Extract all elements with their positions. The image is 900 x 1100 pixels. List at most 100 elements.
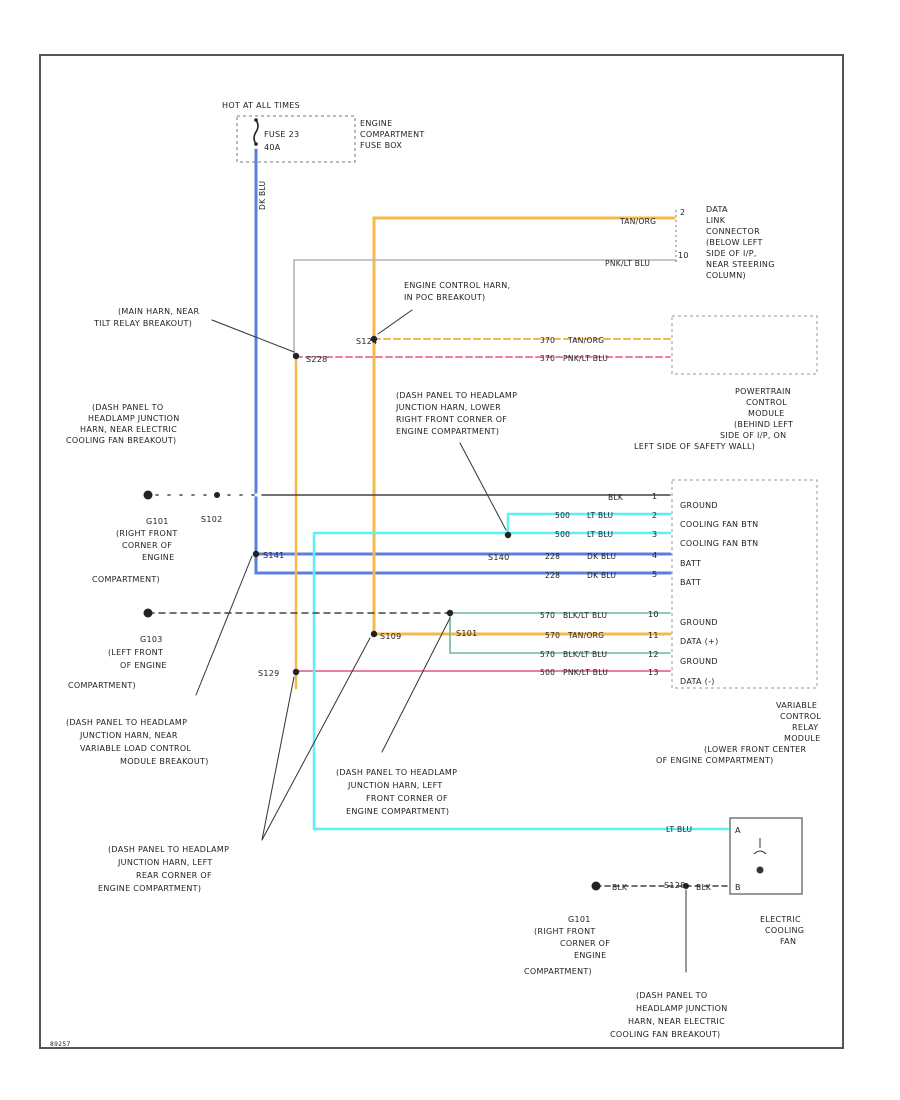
wire-gray-dlc [293, 259, 677, 356]
wire-label-pcm4: DK BLU [587, 552, 616, 561]
svg-text:MODULE BREAKOUT): MODULE BREAKOUT) [120, 757, 209, 766]
svg-text:OF ENGINE: OF ENGINE [120, 661, 167, 670]
pcm-pin-12-name: GROUND [680, 657, 718, 666]
splice-s129-dot [292, 668, 300, 676]
data-link-connector: 2 10 DATA LINK CONNECTOR (BELOW LEFT SID… [675, 205, 775, 280]
circuit-pcm11: 570 [545, 631, 560, 640]
svg-text:G101: G101 [146, 517, 169, 526]
dlc-label-3: CONNECTOR [706, 227, 760, 236]
svg-text:ENGINE COMPARTMENT): ENGINE COMPARTMENT) [98, 884, 201, 893]
annotation-lower-right: (DASH PANEL TO HEADLAMP JUNCTION HARN, L… [395, 391, 517, 436]
annotation-leaders [195, 309, 687, 973]
splice-s102-dot [214, 492, 220, 498]
wire-label-pcm12: BLK/LT BLU [563, 650, 607, 659]
splice-s101-label: S101 [456, 629, 478, 638]
pcm-pin-10-name: GROUND [680, 618, 718, 627]
svg-text:CORNER OF: CORNER OF [560, 939, 610, 948]
svg-text:(RIGHT FRONT: (RIGHT FRONT [116, 529, 178, 538]
svg-text:JUNCTION HARN, NEAR: JUNCTION HARN, NEAR [79, 731, 178, 740]
pcm-pin-13-name: DATA (-) [680, 677, 715, 686]
fuse-rating: 40A [264, 143, 281, 152]
dlc-pin-2: 2 [680, 208, 685, 217]
svg-text:IN POC BREAKOUT): IN POC BREAKOUT) [404, 293, 485, 302]
svg-text:HEADLAMP JUNCTION: HEADLAMP JUNCTION [636, 1004, 728, 1013]
svg-text:(DASH PANEL TO HEADLAMP: (DASH PANEL TO HEADLAMP [108, 845, 229, 854]
dlc-label-6: NEAR STEERING [706, 260, 775, 269]
annotation-left-front: (DASH PANEL TO HEADLAMP JUNCTION HARN, L… [336, 768, 457, 816]
pcm-pin-1: 1 [652, 492, 657, 501]
wire-teal-pcm12 [449, 612, 671, 654]
footer-code: 89257 [50, 1041, 71, 1048]
svg-text:OF ENGINE COMPARTMENT): OF ENGINE COMPARTMENT) [656, 756, 774, 765]
splice-s129-label: S129 [258, 669, 280, 678]
wires [146, 148, 731, 973]
fuse-box-header: HOT AT ALL TIMES [222, 101, 300, 110]
pcm-label-1: POWERTRAIN [735, 387, 791, 396]
annotation-left-rear: (DASH PANEL TO HEADLAMP JUNCTION HARN, L… [98, 845, 229, 893]
svg-text:HARN, NEAR ELECTRIC: HARN, NEAR ELECTRIC [80, 425, 177, 434]
splice-s124-label: S124 [356, 337, 378, 346]
wire-label-fuse: DK BLU [258, 181, 267, 210]
pcm-label-5: SIDE OF I/P, ON [720, 431, 786, 440]
circuit-pcm10: 570 [540, 611, 555, 620]
splice-s124-dot [370, 335, 378, 343]
pcm-pin-5: 5 [652, 570, 657, 579]
splice-s141-label: S141 [263, 551, 285, 560]
pcm-pin-12: 12 [648, 650, 659, 659]
pcm-pin-4: 4 [652, 551, 657, 560]
wire-label-dlc-tan: TAN/ORG [619, 217, 656, 226]
powertrain-control-module: POWERTRAIN CONTROL MODULE (BEHIND LEFT S… [634, 387, 818, 689]
wire-label-pcm3: LT BLU [587, 530, 613, 539]
dlc-pin-10: 10 [678, 251, 689, 260]
splice-s109-dot [370, 630, 378, 638]
svg-text:(DASH PANEL TO HEADLAMP: (DASH PANEL TO HEADLAMP [66, 718, 187, 727]
wire-label-dlc-pnk: PNK/LT BLU [605, 259, 650, 268]
pcm-pin-5-name: BATT [680, 578, 701, 587]
svg-text:HEADLAMP JUNCTION: HEADLAMP JUNCTION [88, 414, 180, 423]
pcm-pin-3-name: COOLING FAN BTN [680, 539, 758, 548]
svg-text:VARIABLE LOAD CONTROL: VARIABLE LOAD CONTROL [80, 744, 191, 753]
svg-text:FRONT CORNER OF: FRONT CORNER OF [366, 794, 448, 803]
fan-motor-icon [753, 838, 767, 874]
dlc-label-1: DATA [706, 205, 728, 214]
svg-text:(RIGHT FRONT: (RIGHT FRONT [534, 927, 596, 936]
wire-label-pcm10: BLK/LT BLU [563, 611, 607, 620]
wire-label-pcm13: PNK/LT BLU [563, 668, 608, 677]
svg-text:VARIABLE: VARIABLE [776, 701, 817, 710]
fuse-box-label-3: FUSE BOX [360, 141, 402, 150]
svg-text:COOLING FAN BREAKOUT): COOLING FAN BREAKOUT) [610, 1030, 720, 1039]
fuse-box: HOT AT ALL TIMES FUSE 23 40A ENGINE COMP… [222, 101, 424, 163]
wire-label-top-tan: TAN/ORG [567, 336, 604, 345]
svg-text:COOLING FAN BREAKOUT): COOLING FAN BREAKOUT) [66, 436, 176, 445]
splice-dots [143, 335, 689, 891]
svg-text:(DASH PANEL TO: (DASH PANEL TO [92, 403, 163, 412]
annotation-g101-bottom: G101 (RIGHT FRONT CORNER OF ENGINE COMPA… [524, 915, 610, 976]
svg-text:HARN, NEAR ELECTRIC: HARN, NEAR ELECTRIC [628, 1017, 725, 1026]
svg-text:(DASH PANEL TO HEADLAMP: (DASH PANEL TO HEADLAMP [336, 768, 457, 777]
svg-text:G101: G101 [568, 915, 591, 924]
wire-lt-blu-pcm2 [506, 512, 672, 537]
wire-label-pcm1: BLK [608, 493, 624, 502]
pcm-pin-2: 2 [652, 511, 657, 520]
pcm-pin-11: 11 [648, 631, 659, 640]
fan-pin-b: B [735, 883, 741, 892]
svg-text:COMPARTMENT): COMPARTMENT) [68, 681, 136, 690]
wire-label-fan-b-left: BLK [612, 883, 628, 892]
ground-g101-dot [143, 490, 153, 500]
circuit-pcm4: 228 [545, 552, 560, 561]
circuit-pcm12: 570 [540, 650, 555, 659]
svg-text:JUNCTION HARN, LOWER: JUNCTION HARN, LOWER [395, 403, 501, 412]
circuit-pcm13: 500 [540, 668, 555, 677]
splice-s102-label: S102 [201, 515, 223, 524]
circuit-top-tan: 370 [540, 336, 555, 345]
svg-text:(LOWER FRONT CENTER: (LOWER FRONT CENTER [704, 745, 806, 754]
annotation-vlcm: (DASH PANEL TO HEADLAMP JUNCTION HARN, N… [66, 718, 209, 766]
dlc-label-7: COLUMN) [706, 271, 746, 280]
svg-text:ENGINE CONTROL HARN,: ENGINE CONTROL HARN, [404, 281, 510, 290]
svg-text:(DASH PANEL TO: (DASH PANEL TO [636, 991, 707, 1000]
fan-label-1: ELECTRIC [760, 915, 801, 924]
annotations: (MAIN HARN, NEAR TILT RELAY BREAKOUT) EN… [66, 281, 728, 1039]
pcm-pin-11-name: DATA (+) [680, 637, 719, 646]
fuse-name: FUSE 23 [264, 130, 299, 139]
